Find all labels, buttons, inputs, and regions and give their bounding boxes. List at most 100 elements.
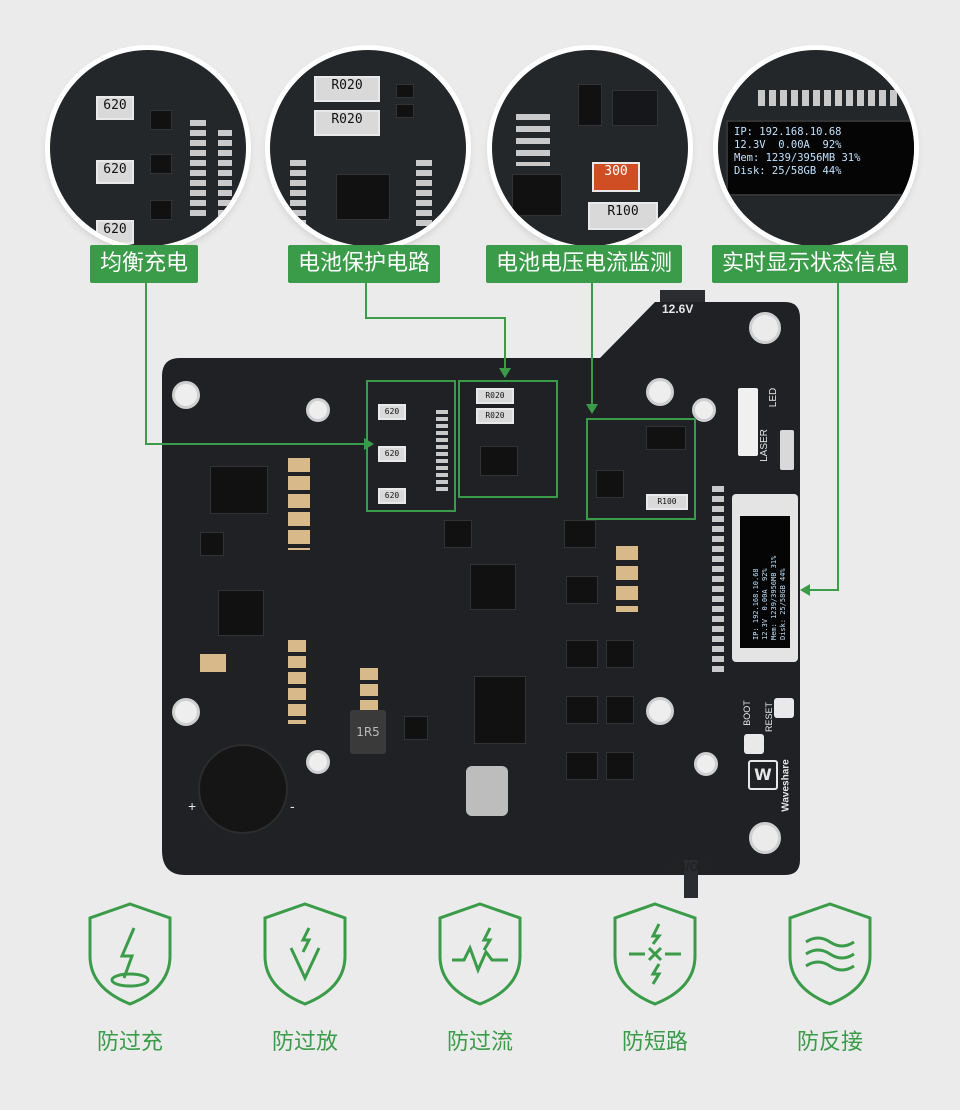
mount-hole — [749, 822, 781, 854]
zoom-pad-column — [416, 160, 432, 230]
boot-button[interactable] — [744, 734, 764, 754]
led-label: LED — [768, 387, 780, 408]
mount-hole — [692, 398, 716, 422]
waveshare-logo-icon: W — [748, 760, 778, 790]
power-switch-label: ON/OFF — [668, 860, 714, 874]
mount-hole — [306, 398, 330, 422]
feature-overdischarge: 防过放 — [245, 898, 365, 1056]
highlight-protection-circuit — [458, 380, 558, 498]
zoom-pad-column — [290, 160, 306, 230]
board-resistor: 620 — [378, 404, 406, 420]
board-chip — [564, 520, 596, 548]
boot-label: BOOT — [741, 700, 752, 726]
board-chip — [200, 532, 224, 556]
zoom-chip — [150, 200, 172, 220]
zoom-pad-column — [190, 120, 206, 216]
callout-status-display: 实时显示状态信息 — [712, 245, 909, 283]
reset-label: RESET — [764, 701, 775, 733]
board-chip — [218, 590, 264, 636]
board-chip — [444, 520, 472, 548]
feature-reverse-polarity: 防反接 — [770, 898, 890, 1056]
board-oled-text: IP: 192.168.10.68 12.3V 0.00A 92% Mem: 1… — [752, 516, 788, 640]
highlight-balance-charging — [366, 380, 456, 512]
callout-voltage-current-monitor: 电池电压电流监测 — [486, 245, 683, 283]
zoom-oled-text: IP: 192.168.10.68 12.3V 0.00A 92% Mem: 1… — [734, 126, 860, 178]
feature-overcharge: 防过充 — [70, 898, 190, 1056]
zoom-pad-column — [516, 114, 550, 166]
zoom-chip — [578, 84, 602, 126]
inductor: 1R5 — [350, 710, 386, 754]
zoom-chip — [512, 174, 562, 216]
callout-protection-circuit: 电池保护电路 — [288, 245, 441, 283]
board-pad-column — [436, 410, 448, 494]
mount-hole — [749, 312, 781, 344]
overcurrent-shield-icon — [438, 902, 522, 1006]
board-pin-column — [712, 486, 724, 676]
zoom-resistor: 620 — [96, 160, 134, 184]
overdischarge-shield-icon — [263, 902, 347, 1006]
board-resistor: R020 — [476, 408, 514, 424]
board-chip — [606, 640, 634, 668]
board-chip — [470, 564, 516, 610]
board-chip — [404, 716, 428, 740]
mount-hole — [646, 697, 674, 725]
polarity-minus-label: - — [290, 798, 295, 814]
oled-line: Mem: 1239/3956MB 31% — [734, 152, 861, 164]
oled-line: Disk: 25/58GB 44% — [734, 165, 842, 177]
zoom-chip — [396, 84, 414, 98]
board-chip — [606, 696, 634, 724]
board-component — [288, 458, 310, 550]
mount-hole — [646, 378, 674, 406]
feature-label: 防反接 — [796, 1030, 863, 1055]
zoom-resistor: R100 — [588, 202, 658, 230]
laser-switch[interactable] — [780, 430, 794, 470]
board-component — [200, 654, 226, 672]
mount-hole — [694, 752, 718, 776]
zoom-balance-charging: 620 620 620 — [50, 50, 246, 246]
board-oled: IP: 192.168.10.68 12.3V 0.00A 92% Mem: 1… — [732, 494, 798, 662]
board-component — [616, 546, 638, 612]
highlight-voltage-current-monitor — [586, 418, 696, 520]
zoom-voltage-current-monitor: 300 R100 — [492, 50, 688, 246]
board-oled-screen: IP: 192.168.10.68 12.3V 0.00A 92% Mem: 1… — [740, 516, 790, 648]
oled-line: Mem: 1239/3956MB 31% — [770, 555, 778, 640]
overcharge-shield-icon — [88, 902, 172, 1006]
feature-label: 防短路 — [621, 1030, 688, 1055]
board-component — [288, 640, 306, 724]
usb-c-port[interactable] — [466, 766, 508, 816]
zoom-resistor: R020 — [314, 76, 380, 102]
feature-overcurrent: 防过流 — [420, 898, 540, 1056]
polarity-plus-label: + — [188, 798, 197, 814]
board-chip — [566, 640, 598, 668]
mount-hole — [306, 750, 330, 774]
board-resistor: 620 — [378, 488, 406, 504]
mount-hole — [172, 698, 200, 726]
board-chip — [210, 466, 268, 514]
zoom-resistor: 620 — [96, 220, 134, 244]
zoom-resistor: 620 — [96, 96, 134, 120]
callout-leaders — [145, 283, 839, 596]
zoom-chip — [150, 110, 172, 130]
zoom-oled-frame: IP: 192.168.10.68 12.3V 0.00A 92% Mem: 1… — [726, 120, 914, 196]
board-chip — [646, 426, 686, 450]
feature-short-circuit: 防短路 — [595, 898, 715, 1056]
feature-label: 防过充 — [96, 1030, 163, 1055]
board-resistor: R100 — [646, 494, 688, 510]
board-chip — [596, 470, 624, 498]
laser-label: LASER — [758, 429, 770, 462]
oled-line: 12.3V 0.00A 92% — [761, 568, 769, 640]
callout-balance-charging: 均衡充电 — [90, 245, 199, 283]
mount-hole — [172, 381, 200, 409]
oled-line: 12.3V 0.00A 92% — [734, 139, 842, 151]
zoom-protection-circuit: R020 R020 — [270, 50, 466, 246]
reset-button[interactable] — [774, 698, 794, 718]
zoom-pad-column — [218, 130, 232, 216]
zoom-chip — [396, 104, 414, 118]
potentiometer-knob[interactable] — [198, 744, 288, 834]
board-resistor: R020 — [476, 388, 514, 404]
zoom-chip — [150, 154, 172, 174]
laser-connector[interactable] — [738, 388, 758, 456]
board-chip — [606, 752, 634, 780]
zoom-status-display: IP: 192.168.10.68 12.3V 0.00A 92% Mem: 1… — [718, 50, 914, 246]
brand-label: Waveshare — [780, 759, 792, 812]
